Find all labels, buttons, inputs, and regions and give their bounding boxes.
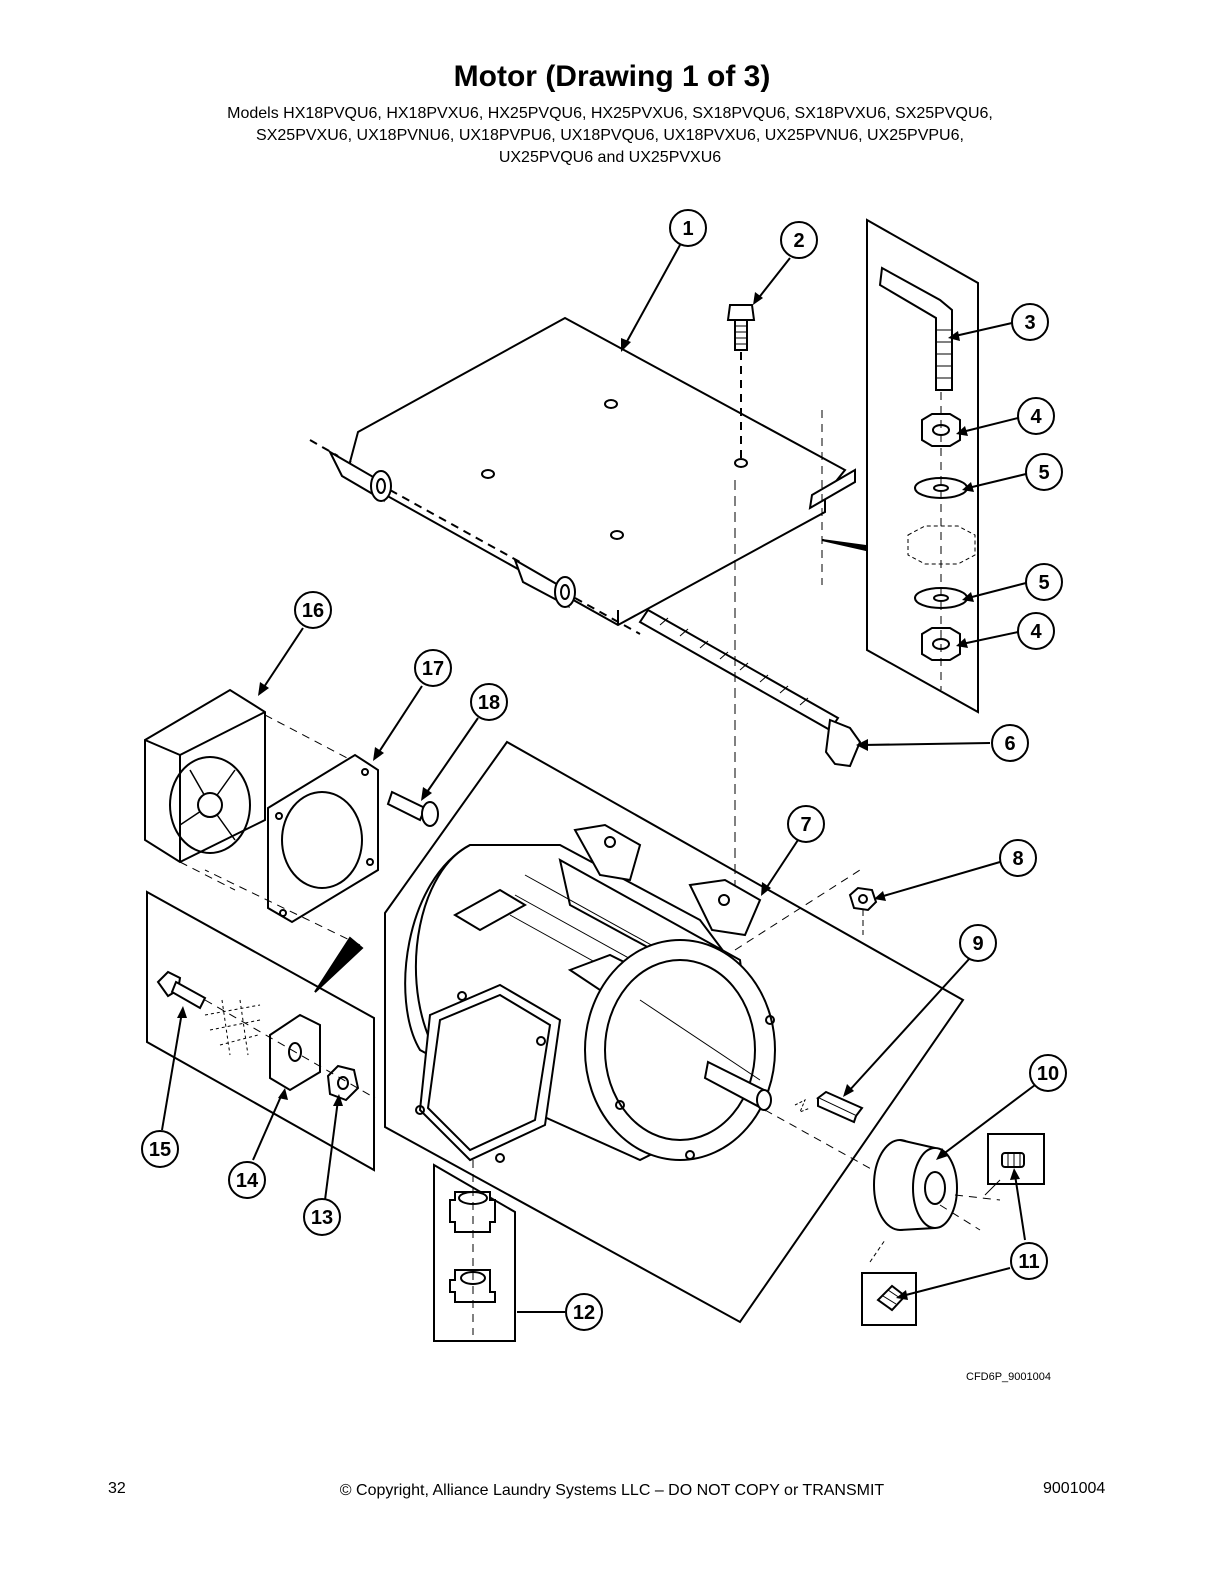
callout-5-upper: 5 <box>1038 462 1049 484</box>
fan-gasket <box>267 753 379 924</box>
model-line-2: SX25PVXU6, UX18PVNU6, UX18PVPU6, UX18PVQ… <box>256 127 964 144</box>
leader-lines <box>161 244 1036 1313</box>
callout-4-lower: 4 <box>1030 621 1042 643</box>
callout-7: 7 <box>800 814 811 836</box>
callout-3: 3 <box>1024 312 1035 334</box>
copyright-notice: © Copyright, Alliance Laundry Systems LL… <box>339 1482 885 1499</box>
model-line-3: UX25PVQU6 and UX25PVXU6 <box>498 149 722 166</box>
fan-screw <box>386 790 439 827</box>
callout-circles <box>141 209 1067 1331</box>
callout-17: 17 <box>422 658 444 680</box>
callout-9: 9 <box>972 933 983 955</box>
motor-mount-plate <box>309 316 856 635</box>
callout-6: 6 <box>1004 733 1015 755</box>
callout-16: 16 <box>302 600 324 622</box>
motor-detail-panel <box>384 740 965 1324</box>
cooling-fan <box>144 688 371 891</box>
model-line-1: Models HX18PVQU6, HX18PVXU6, HX25PVQU6, … <box>227 105 993 122</box>
drawing-code: CFD6P_9001004 <box>966 1371 1052 1383</box>
document-number: 9001004 <box>1043 1480 1106 1497</box>
callout-4-upper: 4 <box>1030 406 1042 428</box>
callout-8: 8 <box>1012 848 1023 870</box>
callout-5-lower: 5 <box>1038 572 1049 594</box>
callout-12: 12 <box>573 1302 595 1324</box>
adjuster-detail-panel <box>821 218 979 714</box>
callout-10: 10 <box>1037 1063 1059 1085</box>
callout-15: 15 <box>149 1139 171 1161</box>
mount-bolt <box>726 304 756 460</box>
callout-18: 18 <box>478 692 500 714</box>
threaded-rod <box>638 480 862 930</box>
shaft-key <box>794 1090 864 1124</box>
motor-nut <box>848 886 878 935</box>
conduit-fitting-panel <box>433 1160 516 1342</box>
hardware-detail-panel <box>146 869 376 1172</box>
leader-arrowheads <box>177 292 1020 1300</box>
page-number: 32 <box>108 1480 126 1497</box>
model-list: Models HX18PVQU6, HX18PVXU6, HX25PVQU6, … <box>160 103 1060 169</box>
callout-11: 11 <box>1018 1251 1039 1273</box>
page-title: Motor (Drawing 1 of 3) <box>453 60 771 93</box>
callout-13: 13 <box>311 1207 333 1229</box>
motor-body <box>404 823 901 1186</box>
set-screw-details <box>861 1133 1045 1326</box>
callout-14: 14 <box>236 1170 259 1192</box>
callout-2: 2 <box>793 230 804 252</box>
callout-1: 1 <box>682 218 693 240</box>
motor-pulley <box>873 1139 1001 1231</box>
